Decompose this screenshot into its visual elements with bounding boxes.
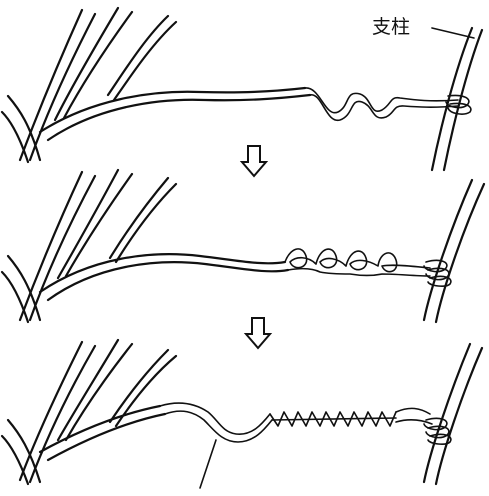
panel-2 bbox=[2, 170, 484, 322]
panel-3 bbox=[2, 340, 482, 488]
arrow-down-icon bbox=[246, 318, 270, 348]
pointer-line bbox=[200, 440, 216, 488]
branch-stems-3 bbox=[2, 340, 176, 484]
branch-stems-1 bbox=[2, 8, 176, 162]
tendril-3 bbox=[160, 403, 270, 434]
spring-coil bbox=[270, 412, 396, 426]
arrow-down-icon bbox=[242, 146, 266, 176]
main-vine-2 bbox=[40, 254, 285, 292]
support-pole-1 bbox=[432, 28, 482, 170]
support-pole-3 bbox=[424, 344, 482, 484]
tendril-1 bbox=[305, 88, 458, 113]
main-vine-3 bbox=[40, 406, 160, 452]
support-pole-2 bbox=[424, 180, 484, 322]
main-vine-1 bbox=[40, 88, 305, 132]
label-leader-line bbox=[432, 28, 474, 38]
branch-stems-2 bbox=[2, 170, 176, 322]
support-pole-label: 支柱 bbox=[372, 18, 410, 37]
